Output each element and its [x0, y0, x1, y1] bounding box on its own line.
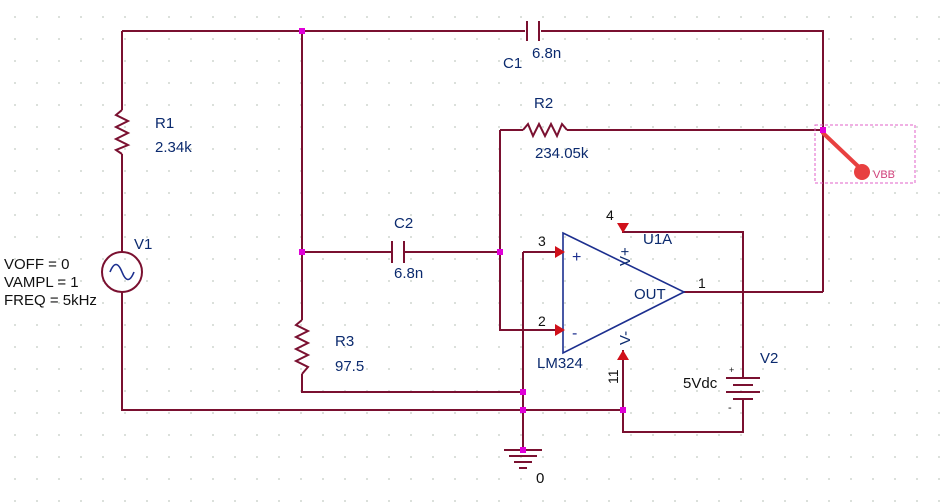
c1-value: 6.8n: [532, 45, 561, 62]
wire-top-right: [541, 30, 824, 292]
wire-r3-bottom: [301, 374, 523, 393]
r1-ref: R1: [155, 115, 174, 132]
sine-source-v1[interactable]: [101, 251, 143, 293]
wires: [121, 30, 824, 450]
junction-dot: [299, 28, 305, 34]
opamp-u1a[interactable]: [562, 231, 686, 355]
c1-ref: C1: [503, 55, 522, 72]
r3-ref: R3: [335, 333, 354, 350]
pin-arrows: [555, 223, 629, 360]
opamp-plus-symbol: +: [572, 249, 581, 266]
capacitor-c1[interactable]: [526, 21, 540, 41]
pin-arrow-11: [617, 350, 629, 360]
junction-dot: [497, 249, 503, 255]
opamp-vminus-label: V-: [617, 331, 634, 345]
pin-number-1: 1: [698, 275, 706, 291]
junction-dot: [620, 407, 626, 413]
r3-value: 97.5: [335, 358, 364, 375]
ground-label: 0: [536, 470, 544, 487]
u1-part: LM324: [537, 355, 583, 372]
u1-ref: U1A: [643, 231, 672, 248]
capacitor-c2[interactable]: [391, 241, 405, 263]
wire-bottom: [121, 292, 623, 411]
ground-symbol: [504, 449, 542, 469]
dc-source-v2[interactable]: [726, 368, 760, 402]
v1-freq: FREQ = 5kHz: [4, 292, 97, 309]
opamp-out-label: OUT: [634, 286, 666, 303]
r2-value: 234.05k: [535, 145, 589, 162]
junction-dot: [820, 127, 826, 133]
junctions: [299, 28, 826, 453]
pin-arrow-4: [617, 223, 629, 233]
pin-arrow-2: [555, 324, 565, 336]
v2-plus-sign: +: [729, 365, 734, 375]
pin-number-2: 2: [538, 313, 546, 329]
opamp-minus-symbol: -: [572, 325, 577, 342]
pin-number-11: 11: [605, 369, 621, 384]
v1-ref: V1: [134, 236, 152, 253]
v1-voff: VOFF = 0: [4, 256, 69, 273]
v1-vampl: VAMPL = 1: [4, 274, 79, 291]
pin-number-3: 3: [538, 233, 546, 249]
wire-inverting-input: [499, 130, 558, 331]
c2-ref: C2: [394, 215, 413, 232]
probe-label: VBB: [873, 169, 895, 181]
wire-vminus-supply: [622, 350, 744, 433]
pin-number-4: 4: [606, 207, 614, 223]
v2-ref: V2: [760, 350, 778, 367]
v2-value: 5Vdc: [683, 375, 718, 392]
junction-dot: [520, 407, 526, 413]
v2-minus-sign: -: [728, 402, 732, 414]
junction-dot: [520, 389, 526, 395]
resistor-r2[interactable]: [522, 121, 568, 139]
resistor-r3[interactable]: [293, 319, 311, 375]
opamp-vplus-label: V+: [617, 247, 634, 266]
voltage-probe[interactable]: [814, 124, 916, 184]
junction-dot: [299, 249, 305, 255]
r2-ref: R2: [534, 95, 553, 112]
r1-value: 2.34k: [155, 139, 192, 156]
resistor-r1[interactable]: [113, 109, 131, 155]
c2-value: 6.8n: [394, 265, 423, 282]
junction-dot: [520, 447, 526, 453]
pin-arrow-3: [555, 246, 565, 258]
